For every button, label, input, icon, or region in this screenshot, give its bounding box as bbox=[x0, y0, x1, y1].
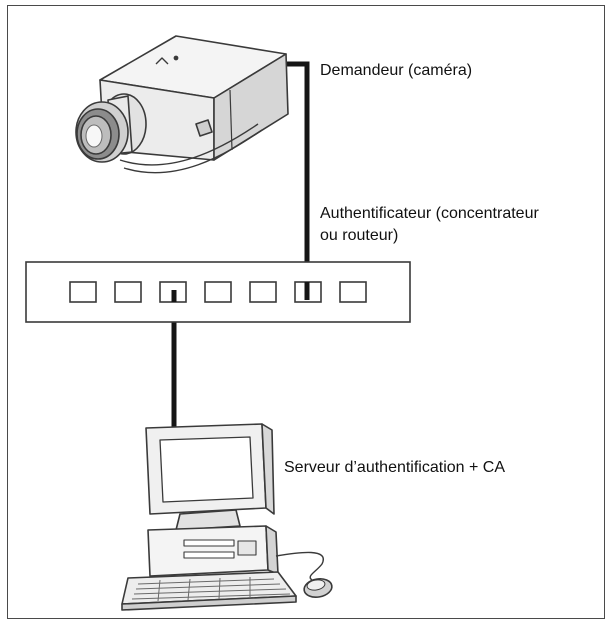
authenticator-label-line1: Authentificateur (concentrateur bbox=[320, 205, 539, 222]
cable-port-joints bbox=[171, 282, 310, 302]
switch-port-5 bbox=[249, 281, 277, 303]
network-switch-icon bbox=[25, 261, 411, 323]
server-label: Serveur d’authentification + CA bbox=[284, 459, 506, 476]
supplicant-label: Demandeur (caméra) bbox=[320, 62, 473, 79]
network-camera-icon bbox=[75, 35, 289, 174]
diagram-frame bbox=[7, 5, 605, 619]
switch-port-2 bbox=[114, 281, 142, 303]
desktop-computer-icon bbox=[121, 423, 333, 611]
authenticator-label-line2: ou routeur) bbox=[320, 227, 399, 244]
switch-port-1 bbox=[69, 281, 97, 303]
switch-port-4 bbox=[204, 281, 232, 303]
switch-port-7 bbox=[339, 281, 367, 303]
camera-cable bbox=[286, 61, 310, 300]
